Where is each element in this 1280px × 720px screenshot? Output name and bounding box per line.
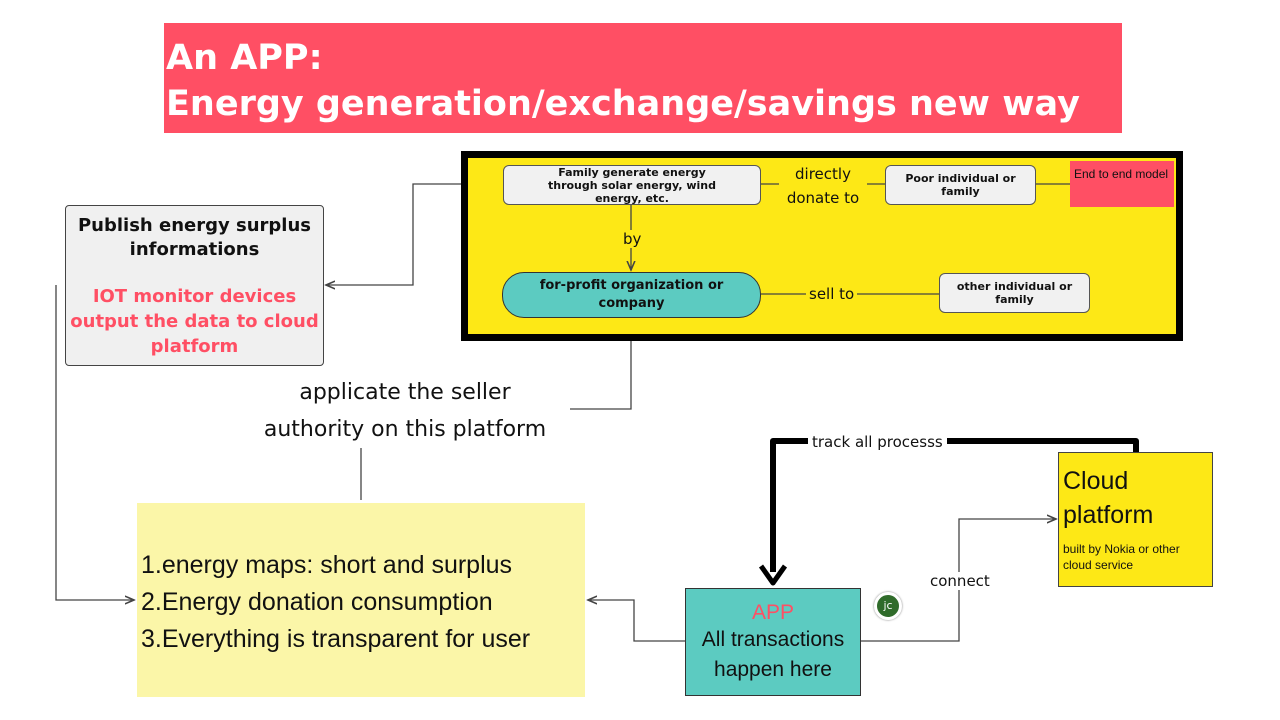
by-label: by: [620, 230, 645, 248]
collaborator-avatar[interactable]: jc: [874, 592, 902, 620]
energy-list-item: 2.Energy donation consumption: [141, 588, 493, 616]
cloud-title-line-1: Cloud: [1063, 467, 1129, 495]
for-profit-text: for-profit organization or company: [539, 278, 724, 311]
title-banner: An APP: Energy generation/exchange/savin…: [164, 23, 1122, 133]
publish-to-energy-connector: [55, 285, 134, 600]
family-generate-text: Family generate energy through solar ene…: [547, 165, 716, 205]
applicate-line-1: applicate the seller: [299, 380, 511, 405]
cloud-title-line-2: platform: [1063, 501, 1154, 529]
energy-list-item: 3.Everything is transparent for user: [141, 625, 531, 653]
connect-label: connect: [928, 572, 992, 590]
cloud-subtitle: built by Nokia or other cloud service: [1063, 542, 1180, 572]
other-family-node: other individual or family: [939, 273, 1090, 313]
applicate-line-2: authority on this platform: [263, 417, 547, 442]
cloud-platform-box: Cloud platform built by Nokia or other c…: [1058, 452, 1213, 587]
publish-surplus-box: Publish energy surplus informations IOT …: [65, 205, 324, 366]
family-generate-node: Family generate energy through solar ene…: [503, 165, 761, 205]
for-profit-to-applicate-connector: [558, 318, 632, 410]
app-title: APP: [751, 601, 795, 624]
energy-features-box: 1.energy maps: short and surplus 2.Energ…: [137, 503, 585, 697]
app-box: APP All transactions happen here: [685, 588, 861, 696]
applicate-seller-text: applicate the seller authority on this p…: [240, 374, 570, 448]
app-line-2: happen here: [714, 658, 832, 681]
track-label: track all processs: [808, 433, 947, 451]
directly-label-line-1: directly: [795, 165, 851, 183]
track-arrowhead: [758, 564, 788, 586]
poor-family-text: Poor individual or family: [905, 172, 1016, 198]
publish-subtitle: IOT monitor devices output the data to c…: [70, 286, 319, 357]
energy-list-item: 1.energy maps: short and surplus: [141, 551, 513, 579]
other-family-text: other individual or family: [956, 280, 1073, 306]
directly-donate-label: directly donate to: [779, 162, 867, 210]
family-to-publish-connector: [326, 183, 503, 285]
sell-to-label: sell to: [806, 285, 858, 303]
app-to-energy-connector: [588, 600, 685, 642]
app-line-1: All transactions: [701, 628, 845, 651]
for-profit-node: for-profit organization or company: [502, 272, 761, 318]
poor-family-node: Poor individual or family: [885, 165, 1036, 205]
title-line-1: An APP:: [166, 38, 323, 78]
directly-label-line-2: donate to: [786, 189, 860, 207]
end-to-end-model-box: End to end model: [1070, 161, 1174, 207]
publish-title: Publish energy surplus informations: [77, 215, 311, 260]
title-line-2: Energy generation/exchange/savings new w…: [166, 84, 1080, 124]
track-connector: [770, 438, 1139, 572]
